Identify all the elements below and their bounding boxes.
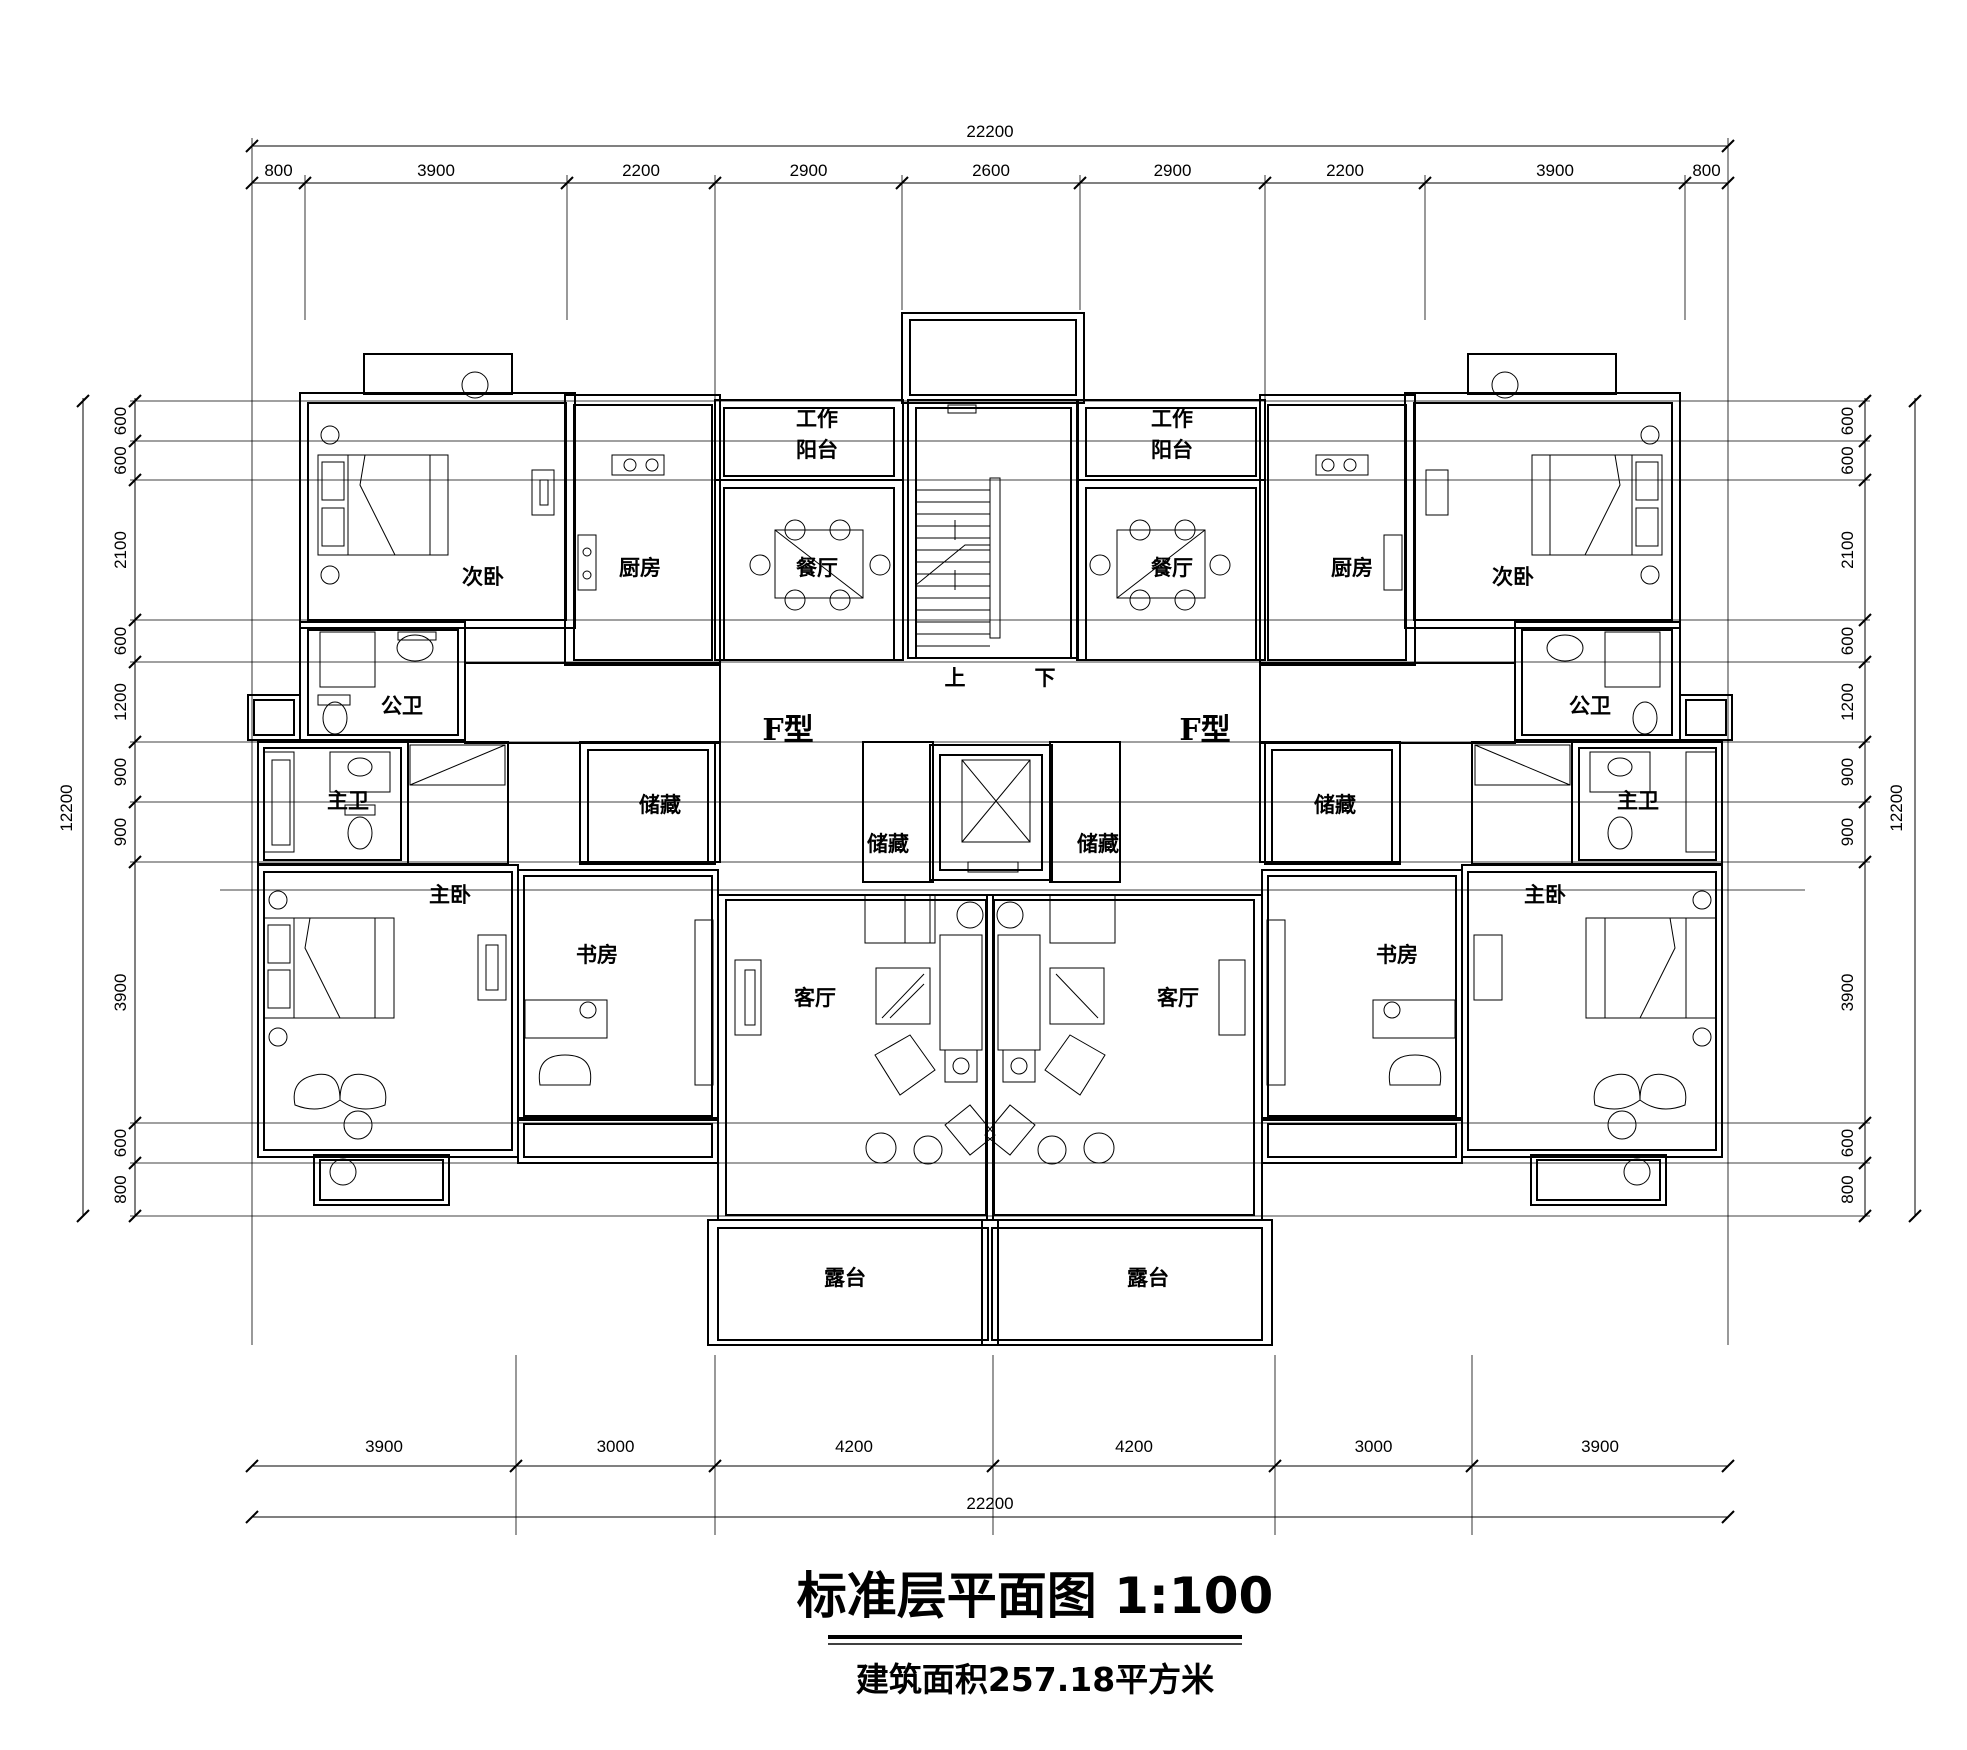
dining-table-icon: [774, 529, 864, 599]
left-unit-room-labels: 次卧 厨房 工作 阳台 餐厅 公卫 F型 主卫 储藏 储藏 主卧 书房 客厅 露…: [327, 406, 909, 1290]
right-segment-dimension-8: 3900: [1838, 974, 1857, 1012]
left-segment-dimension-10: 800: [111, 1175, 130, 1203]
left-dimension-chain: 600 600 2100 600 1200 900 900 3900 600 800 12200: [57, 394, 142, 1223]
room-label-work-balcony-1: 工作: [796, 406, 838, 431]
left-segment-dimension-5: 1200: [111, 683, 130, 721]
right-unit-furniture: [984, 371, 1717, 1186]
left-total-dimension: 12200: [57, 784, 76, 831]
room-label-living: 客厅: [1157, 985, 1199, 1010]
left-unit-furniture: [263, 371, 996, 1186]
bottom-segment-dimension-6: 3900: [1581, 1437, 1619, 1456]
left-segment-dimension-3: 2100: [111, 531, 130, 569]
right-dimension-chain: 600 600 2100 600 1200 900 900 3900 600 800 12200: [1838, 394, 1922, 1223]
top-segment-dimension-1: 800: [264, 161, 292, 180]
room-label-living: 客厅: [794, 985, 836, 1010]
room-label-dining: 餐厅: [796, 555, 838, 580]
room-label-study: 书房: [576, 942, 618, 967]
bottom-segment-dimension-2: 3000: [597, 1437, 635, 1456]
unit-type-label: F型: [1179, 713, 1230, 748]
bottom-segment-dimension-1: 3900: [365, 1437, 403, 1456]
room-label-terrace: 露台: [824, 1265, 866, 1290]
left-segment-dimension-1: 600: [111, 407, 130, 435]
top-segment-dimension-2: 3900: [417, 161, 455, 180]
room-label-secondary-bedroom: 次卧: [462, 564, 504, 589]
top-segment-dimension-4: 2900: [790, 161, 828, 180]
room-label-storage: 储藏: [1314, 792, 1356, 817]
room-label-terrace: 露台: [1127, 1265, 1169, 1290]
vertical-axis-lines: [251, 138, 1729, 1535]
room-label-master-bath: 主卫: [327, 788, 369, 813]
title-block: 标准层平面图 1:100 建筑面积257.18平方米: [797, 1567, 1274, 1699]
drawing-subtitle: 建筑面积257.18平方米: [856, 1660, 1214, 1699]
room-label-master-bedroom: 主卧: [1524, 882, 1566, 907]
right-segment-dimension-7: 900: [1838, 818, 1857, 846]
top-segment-dimension-9: 800: [1692, 161, 1720, 180]
plant-icon: [956, 901, 984, 929]
right-segment-dimension-5: 1200: [1838, 683, 1857, 721]
room-label-work-balcony-2: 阳台: [1151, 437, 1193, 462]
right-unit-walls: [981, 353, 1733, 1346]
top-total-dimension: 22200: [966, 122, 1013, 141]
left-segment-dimension-7: 900: [111, 818, 130, 846]
left-segment-dimension-8: 3900: [111, 974, 130, 1012]
plant-icon: [461, 371, 489, 399]
right-segment-dimension-10: 800: [1838, 1175, 1857, 1203]
room-label-master-bath: 主卫: [1617, 788, 1659, 813]
right-segment-dimension-3: 2100: [1838, 531, 1857, 569]
room-label-storage: 储藏: [639, 792, 681, 817]
top-dimension-chain: 22200 800 3900 2200 2900 2600 2900 2200 3900 800: [245, 122, 1735, 190]
left-segment-dimension-4: 600: [111, 627, 130, 655]
bottom-segment-dimension-3: 4200: [835, 1437, 873, 1456]
top-segment-dimension-8: 3900: [1536, 161, 1574, 180]
left-segment-dimension-2: 600: [111, 446, 130, 474]
right-total-dimension: 12200: [1887, 784, 1906, 831]
room-label-study: 书房: [1376, 942, 1418, 967]
top-segment-dimension-7: 2200: [1326, 161, 1364, 180]
room-label-core-storage: 储藏: [867, 831, 909, 856]
left-unit-walls: [247, 353, 999, 1346]
room-label-master-bedroom: 主卧: [429, 882, 471, 907]
right-segment-dimension-4: 600: [1838, 627, 1857, 655]
bed-icon: [317, 454, 449, 556]
right-segment-dimension-6: 900: [1838, 758, 1857, 786]
bottom-segment-dimension-4: 4200: [1115, 1437, 1153, 1456]
bottom-dimension-chain: 3900 3000 4200 4200 3000 3900 22200: [245, 1437, 1735, 1524]
stair-up-label: 上: [945, 665, 966, 690]
left-segment-dimension-6: 900: [111, 758, 130, 786]
bottom-segment-dimension-5: 3000: [1355, 1437, 1393, 1456]
right-segment-dimension-1: 600: [1838, 407, 1857, 435]
room-label-kitchen: 厨房: [619, 555, 661, 580]
unit-type-label: F型: [762, 713, 813, 748]
stair-down-label: 下: [1035, 665, 1056, 690]
bottom-total-dimension: 22200: [966, 1494, 1013, 1513]
drawing-title: 标准层平面图 1:100: [797, 1567, 1274, 1625]
top-segment-dimension-5: 2600: [972, 161, 1010, 180]
room-label-dining: 餐厅: [1151, 555, 1193, 580]
left-segment-dimension-9: 600: [111, 1129, 130, 1157]
top-segment-dimension-3: 2200: [622, 161, 660, 180]
room-label-public-bath: 公卫: [1569, 693, 1611, 718]
right-unit-room-labels: 次卧 厨房 工作 阳台 餐厅 公卫 F型 主卫 储藏 储藏 主卧 书房 客厅 露…: [1077, 406, 1659, 1290]
stair-core: 上 下: [862, 312, 1121, 883]
room-label-public-bath: 公卫: [381, 693, 423, 718]
room-label-secondary-bedroom: 次卧: [1492, 564, 1534, 589]
right-segment-dimension-9: 600: [1838, 1129, 1857, 1157]
room-label-work-balcony-2: 阳台: [796, 437, 838, 462]
room-label-work-balcony-1: 工作: [1151, 406, 1193, 431]
right-segment-dimension-2: 600: [1838, 446, 1857, 474]
room-label-core-storage: 储藏: [1077, 831, 1119, 856]
top-segment-dimension-6: 2900: [1154, 161, 1192, 180]
room-label-kitchen: 厨房: [1331, 555, 1373, 580]
plant-icon: [329, 1158, 357, 1186]
